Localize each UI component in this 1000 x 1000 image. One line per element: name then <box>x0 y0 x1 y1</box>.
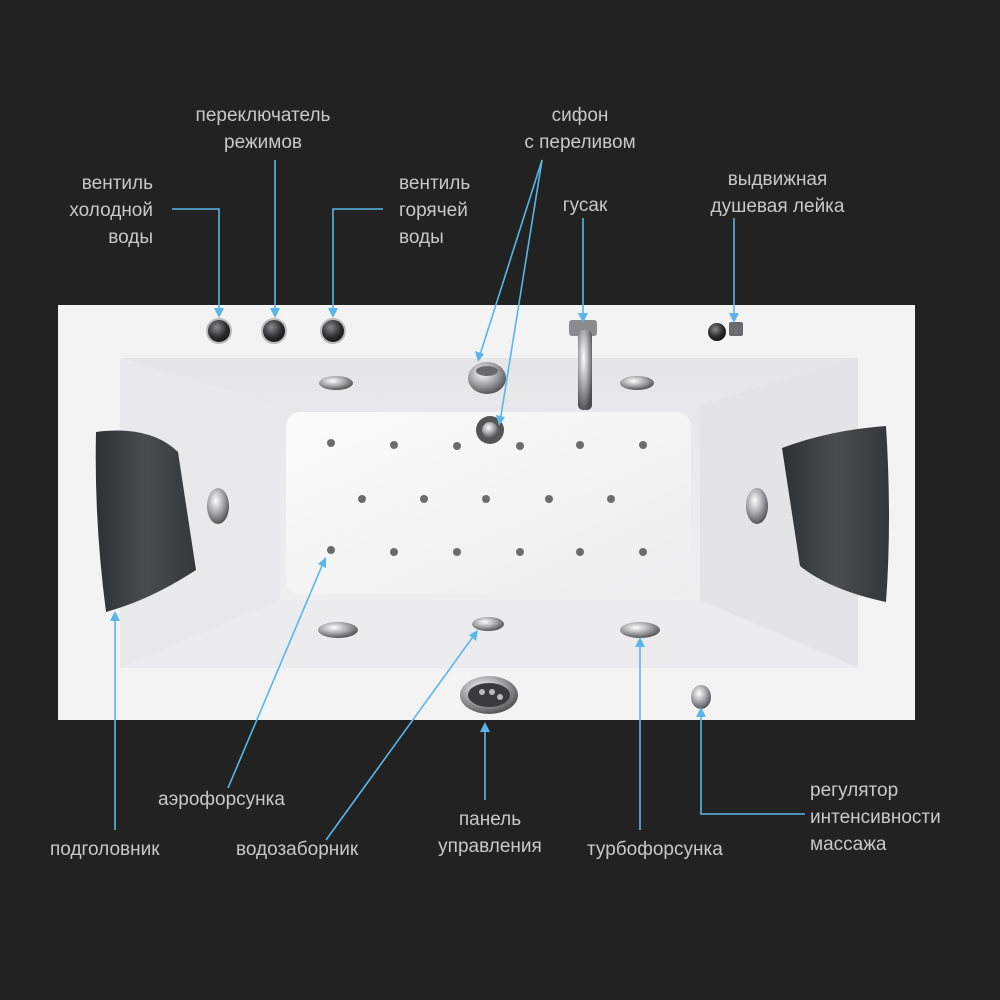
label-spout: гусак <box>562 195 608 216</box>
basin-floor <box>286 412 691 594</box>
basin-slope-bottom <box>120 600 858 668</box>
label-water-intake: водозаборник <box>236 839 359 860</box>
label-intensity-regulator: регулятор интенсивности массажа <box>810 780 941 855</box>
basin-slope-right <box>700 358 858 668</box>
turbo-jet-right-icon <box>746 488 768 524</box>
massage-intensity-regulator-icon <box>691 685 711 709</box>
turbo-jet-top-right-icon <box>620 376 654 390</box>
overflow-siphon-icon <box>468 362 506 394</box>
cold-water-valve-icon <box>206 318 232 344</box>
label-control-panel: панель управления <box>438 809 542 857</box>
label-headrest: подголовник <box>50 839 160 860</box>
label-hot-valve: вентиль горячей воды <box>399 173 471 248</box>
turbo-jet-bottom-left-icon <box>318 622 358 638</box>
mode-switch-knob-icon <box>261 318 287 344</box>
turbo-jet-left-icon <box>207 488 229 524</box>
leader-hot-valve <box>332 208 383 313</box>
hot-water-valve-icon <box>320 318 346 344</box>
water-intake-icon <box>472 617 504 631</box>
headrest-left-icon <box>95 430 196 612</box>
pull-out-shower-icon <box>708 322 743 341</box>
label-aero-jet: аэрофорсунка <box>158 789 285 810</box>
turbo-jet-top-left-icon <box>319 376 353 390</box>
spout-icon <box>569 320 597 410</box>
drain-icon <box>476 416 504 444</box>
label-turbo-jet: турбофорсунка <box>587 839 723 860</box>
label-shower: выдвижная душевая лейка <box>710 169 845 217</box>
leader-cold-valve <box>172 208 220 313</box>
leader-siphon-drain <box>499 159 543 423</box>
leader-lines <box>114 159 805 841</box>
control-panel-icon <box>460 676 518 714</box>
leader-arrowheads <box>110 308 739 732</box>
leader-siphon-overflow <box>478 159 543 359</box>
aero-jets <box>327 439 647 556</box>
label-cold-valve: вентиль холодной воды <box>69 173 153 248</box>
leader-intensity-regulator <box>700 712 805 815</box>
turbo-jet-bottom-right-icon <box>620 622 660 638</box>
leader-aero-jet <box>227 560 325 789</box>
label-siphon: сифон с переливом <box>524 105 636 153</box>
leader-water-intake <box>325 633 476 841</box>
label-mode-switch: переключатель режимов <box>195 105 331 153</box>
headrest-right-icon <box>782 426 889 602</box>
